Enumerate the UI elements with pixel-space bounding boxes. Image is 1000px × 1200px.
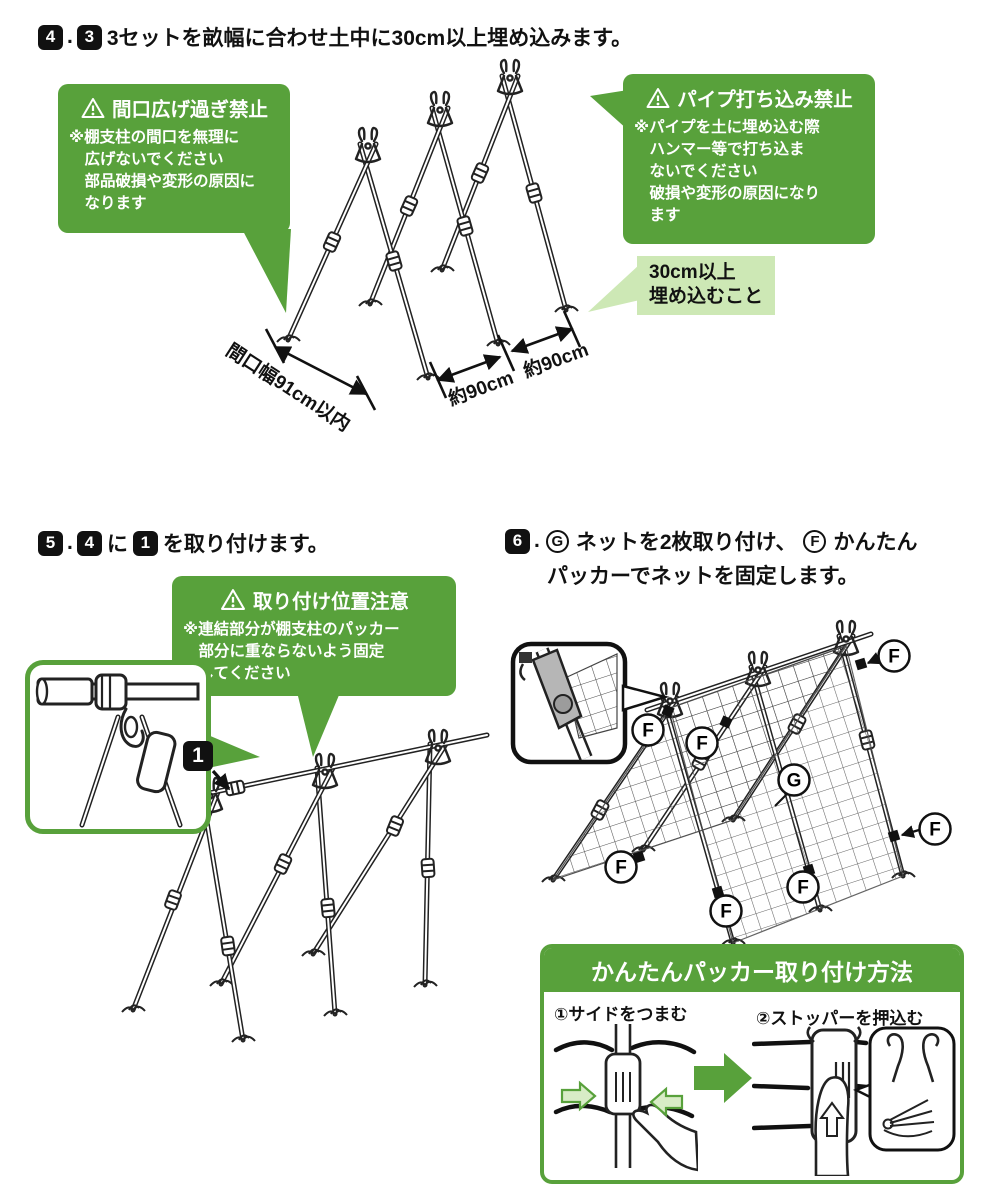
step5-number-badge: 5 [38,530,63,556]
step4-number-badge: 4 [38,24,63,50]
svg-text:F: F [720,902,732,923]
warning-box-spread: 間口広げ過ぎ禁止 ※棚支柱の間口を無理に 広げないでください 部品破損や変形の原… [58,84,290,233]
warning-spread-body: ※棚支柱の間口を無理に 広げないでください 部品破損や変形の原因に なります [69,129,256,212]
part-labels: F F F G F F F F [604,639,952,928]
warning-spread-title: 間口広げ過ぎ禁止 [111,99,268,121]
stopper-detail-bubble [853,1026,956,1152]
svg-text:F: F [615,858,627,879]
svg-text:F: F [797,878,809,899]
part1-label-badge: 1 [183,741,213,771]
step5-ref-badge: 4 [76,530,102,556]
step5-heading: 5 . 4 に 1 を取り付けます。 [38,528,329,558]
svg-text:G: G [787,771,802,792]
warning-icon [646,87,670,108]
tail-warn-right [590,90,628,130]
step4-heading: 4 . 3 3セットを畝幅に合わせ土中に30cm以上埋め込みます。 [38,22,632,52]
packer-clips [632,657,901,899]
frame-set-3 [301,741,449,988]
step5-diagram [121,728,490,1043]
step6-text1: ネットを2枚取り付け、 [575,531,797,554]
label-line-g [774,792,789,807]
step6-heading-line2: パッカーでネットを固定します。 [547,565,859,588]
svg-text:F: F [929,820,941,841]
step4-diagram [264,58,582,411]
label-arrow-f4 [900,825,920,838]
tail-warn-left [242,229,291,313]
warning-hammer-title: パイプ打ち込み禁止 [677,89,853,111]
tail-note [588,264,640,312]
step5-dot: . [67,531,73,554]
warning-icon [81,97,105,118]
step6-number-badge: 6 [505,528,530,554]
warning-hammer-body: ※パイプを土に埋め込む際 ハンマー等で打ち込ま ないでください 破損や変形の原因… [634,119,821,224]
tripod-set-1 [276,126,441,381]
step6-diagram: F F F G F F F F [510,619,952,946]
tripod-set-3 [430,58,579,313]
warning-icon [220,589,246,610]
note-bury-depth: 30cm以上 埋め込むこと [637,256,776,315]
packer-step2-label: ②ストッパーを押込む [756,1009,924,1028]
pinch-arrow-left [560,1080,597,1112]
frame-set-2 [209,765,348,1017]
packer-step1-label: ①サイドをつまむ [554,1005,688,1024]
pinch-arrow-right [649,1086,684,1118]
svg-text:F: F [696,734,708,755]
step5-suffix: を取り付けます。 [162,533,329,556]
label-arrow-f1 [866,652,882,665]
part-f-circle: F [803,529,827,553]
warning-position-title: 取り付け位置注意 [252,591,409,613]
packer-step1-illustration [553,1024,698,1172]
step6-dot: . [534,529,540,552]
step5-part-badge: 1 [132,530,158,556]
packer-panel-title: かんたんパッカー取り付け方法 [544,948,960,992]
step5-closeup-inset [25,660,211,834]
packer-howto-panel: かんたんパッカー取り付け方法 ①サイドをつまむ ②ストッパーを押込む [540,944,964,1184]
tail-inset-step5 [208,735,260,768]
svg-text:F: F [888,647,900,668]
part-g-circle: G [545,529,569,553]
dimension-arrows [264,310,582,411]
tail-warn-step5 [296,688,342,757]
step4-title: 3セットを畝幅に合わせ土中に30cm以上埋め込みます。 [106,27,633,50]
step6-heading-line1: 6 . G ネットを2枚取り付け、 F かんたん [505,526,917,556]
step4-dot: . [67,25,73,48]
step5-closeup-drawing [35,673,200,828]
tripod-set-2 [358,90,511,347]
step6-closeup-inset [510,641,670,765]
part1-pointer-arrow [211,769,231,791]
svg-text:F: F [642,721,654,742]
warning-box-position: 取り付け位置注意 ※連結部分が棚支柱のパッカー 部分に重ならないよう固定 してく… [172,576,456,696]
warning-box-hammer: パイプ打ち込み禁止 ※パイプを土に埋め込む際 ハンマー等で打ち込ま ないでくださ… [623,74,875,244]
warning-position-body: ※連結部分が棚支柱のパッカー 部分に重ならないよう固定 してください [183,621,400,682]
next-step-arrow [694,1053,752,1103]
packer-step2-illustration [752,1026,956,1176]
step5-joiner: に [106,533,128,556]
step4-ref-badge: 3 [76,24,102,50]
step6-text2: かんたん [833,531,918,554]
